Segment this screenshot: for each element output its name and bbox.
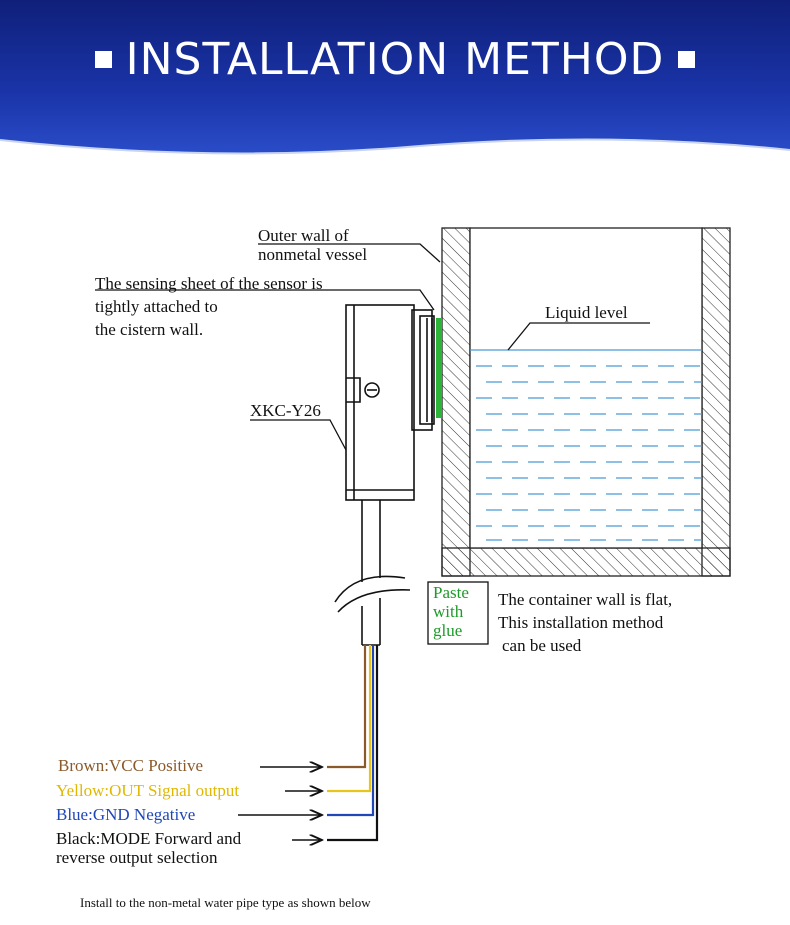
label-paste-line2: with — [433, 602, 464, 621]
label-flat-wall-line1: The container wall is flat, — [498, 590, 673, 609]
label-outer-wall-line1: Outer wall of — [258, 226, 349, 245]
container-right-wall — [701, 227, 731, 577]
square-bullet-icon — [94, 50, 112, 68]
label-outer-wall-line2: nonmetal vessel — [258, 245, 368, 264]
label-sensing-sheet-line2: tightly attached to — [95, 297, 218, 316]
label-paste-line1: Paste — [433, 583, 469, 602]
wire-brown — [327, 645, 367, 769]
label-flat-wall-line3: can be used — [502, 636, 582, 655]
container-interior — [469, 227, 703, 549]
label-sensing-sheet: The sensing sheet of the sensor is tight… — [95, 272, 323, 341]
wire-label-black-line2: reverse output selection — [56, 848, 218, 867]
sensor-face — [411, 309, 433, 431]
sensor-screw — [364, 382, 380, 398]
container-vessel — [441, 227, 731, 577]
label-paste-line3: glue — [433, 621, 463, 640]
wire-black — [327, 645, 379, 842]
sensor-cable — [334, 500, 411, 646]
label-liquid-level: Liquid level — [545, 303, 628, 322]
wire-label-yellow: Yellow:OUT Signal output — [56, 781, 240, 800]
leader-model — [250, 419, 347, 451]
leader-lines — [95, 243, 650, 451]
header-background — [0, 0, 790, 155]
page-title: INSTALLATION METHOD — [0, 34, 790, 85]
label-flat-wall-line2: This installation method — [498, 613, 664, 632]
label-paste-with-glue: Paste with glue — [433, 583, 469, 640]
label-sensing-sheet-line3: the cistern wall. — [95, 320, 204, 339]
wire-label-black: Black:MODE Forward and reverse output se… — [56, 829, 241, 867]
leader-liquid-level — [507, 322, 650, 351]
container-bottom-wall — [441, 547, 731, 577]
wire-label-black-line1: Black:MODE Forward and — [56, 829, 242, 848]
leader-sensing-sheet — [95, 289, 435, 311]
square-bullet-icon — [678, 50, 696, 68]
paste-with-glue-box — [427, 581, 489, 645]
label-sensing-sheet-line1: The sensing sheet of the sensor is — [95, 274, 323, 293]
container-left-wall — [441, 227, 471, 577]
label-flat-wall: The container wall is flat, This install… — [498, 588, 672, 657]
wire-bundle — [327, 645, 379, 842]
wire-label-blue: Blue:GND Negative — [56, 805, 196, 824]
leader-outer-wall — [258, 243, 441, 263]
wire-label-brown: Brown:VCC Positive — [58, 756, 203, 775]
wire-arrows — [238, 767, 322, 840]
wire-yellow — [327, 645, 372, 793]
sensor-xkc-y26 — [345, 304, 435, 501]
wire-blue — [327, 645, 375, 817]
header-banner: INSTALLATION METHOD — [0, 0, 790, 170]
footnote-text: Install to the non-metal water pipe type… — [80, 895, 371, 910]
label-outer-wall: Outer wall of nonmetal vessel — [258, 226, 367, 264]
glue-strip — [436, 318, 442, 418]
label-model: XKC-Y26 — [250, 401, 321, 420]
page-title-text: INSTALLATION METHOD — [125, 34, 665, 85]
